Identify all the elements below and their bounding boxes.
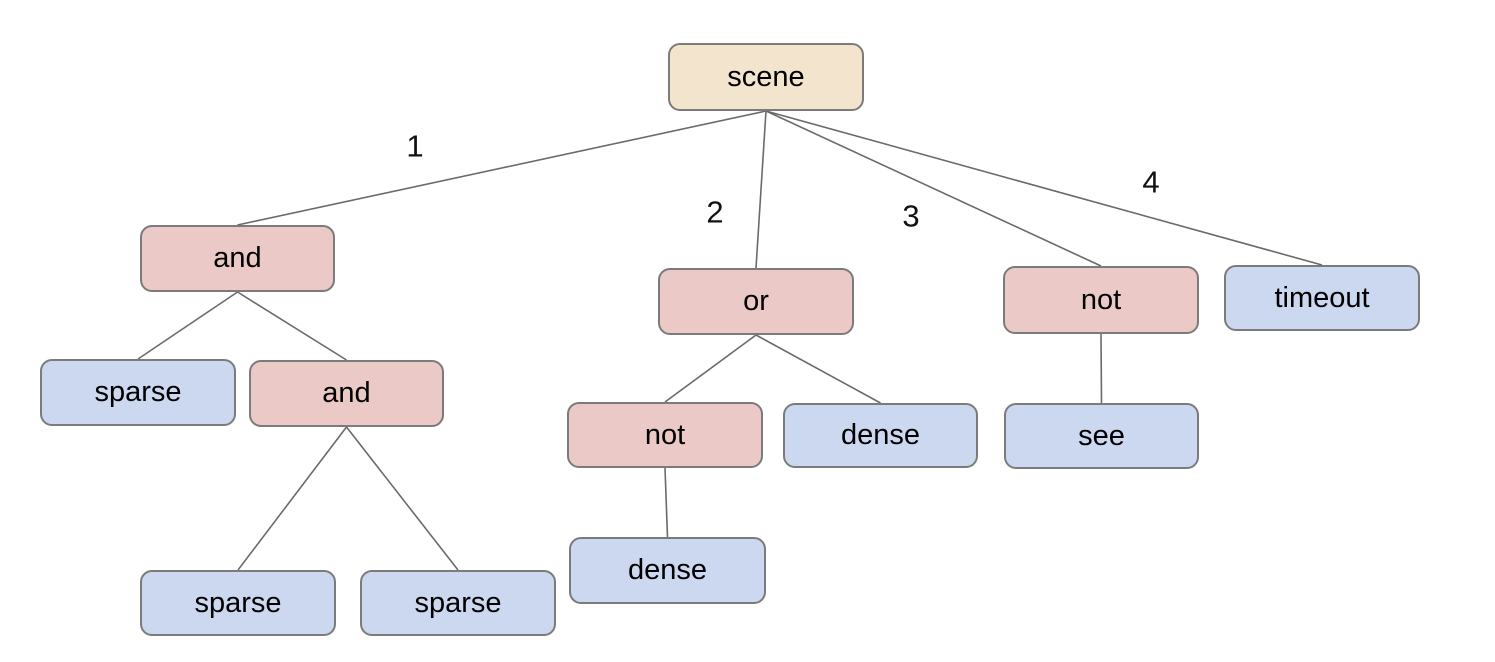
node-dense2: dense (569, 537, 766, 604)
edge-label-scene-not1: 3 (902, 198, 920, 234)
edge-or1-not2 (664, 334, 757, 403)
node-dense1: dense (783, 403, 978, 468)
edge-label-scene-and1: 1 (406, 128, 424, 164)
edge-or1-dense1 (755, 334, 881, 404)
node-timeout: timeout (1224, 265, 1420, 331)
edge-and1-and2 (237, 291, 347, 361)
edge-and1-sparse1 (137, 291, 238, 360)
node-not2: not (567, 402, 763, 468)
node-sparse2: sparse (140, 570, 336, 636)
node-or1: or (658, 268, 854, 335)
edge-label-scene-or1: 2 (706, 194, 724, 230)
node-sparse3: sparse (360, 570, 556, 636)
edge-not2-dense2 (664, 467, 669, 538)
node-scene: scene (668, 43, 864, 111)
node-and2: and (249, 360, 444, 427)
edge-and2-sparse2 (237, 426, 348, 571)
edge-scene-or1 (755, 110, 767, 269)
edge-label-scene-timeout: 4 (1142, 164, 1160, 200)
node-and1: and (140, 225, 335, 292)
edge-scene-timeout (765, 110, 1323, 266)
edge-and2-sparse3 (345, 426, 459, 571)
node-see: see (1004, 403, 1199, 469)
node-sparse1: sparse (40, 359, 236, 426)
edge-scene-not1 (765, 110, 1102, 267)
edge-not1-see (1100, 333, 1103, 404)
node-not1: not (1003, 266, 1199, 334)
edge-scene-and1 (237, 110, 767, 226)
